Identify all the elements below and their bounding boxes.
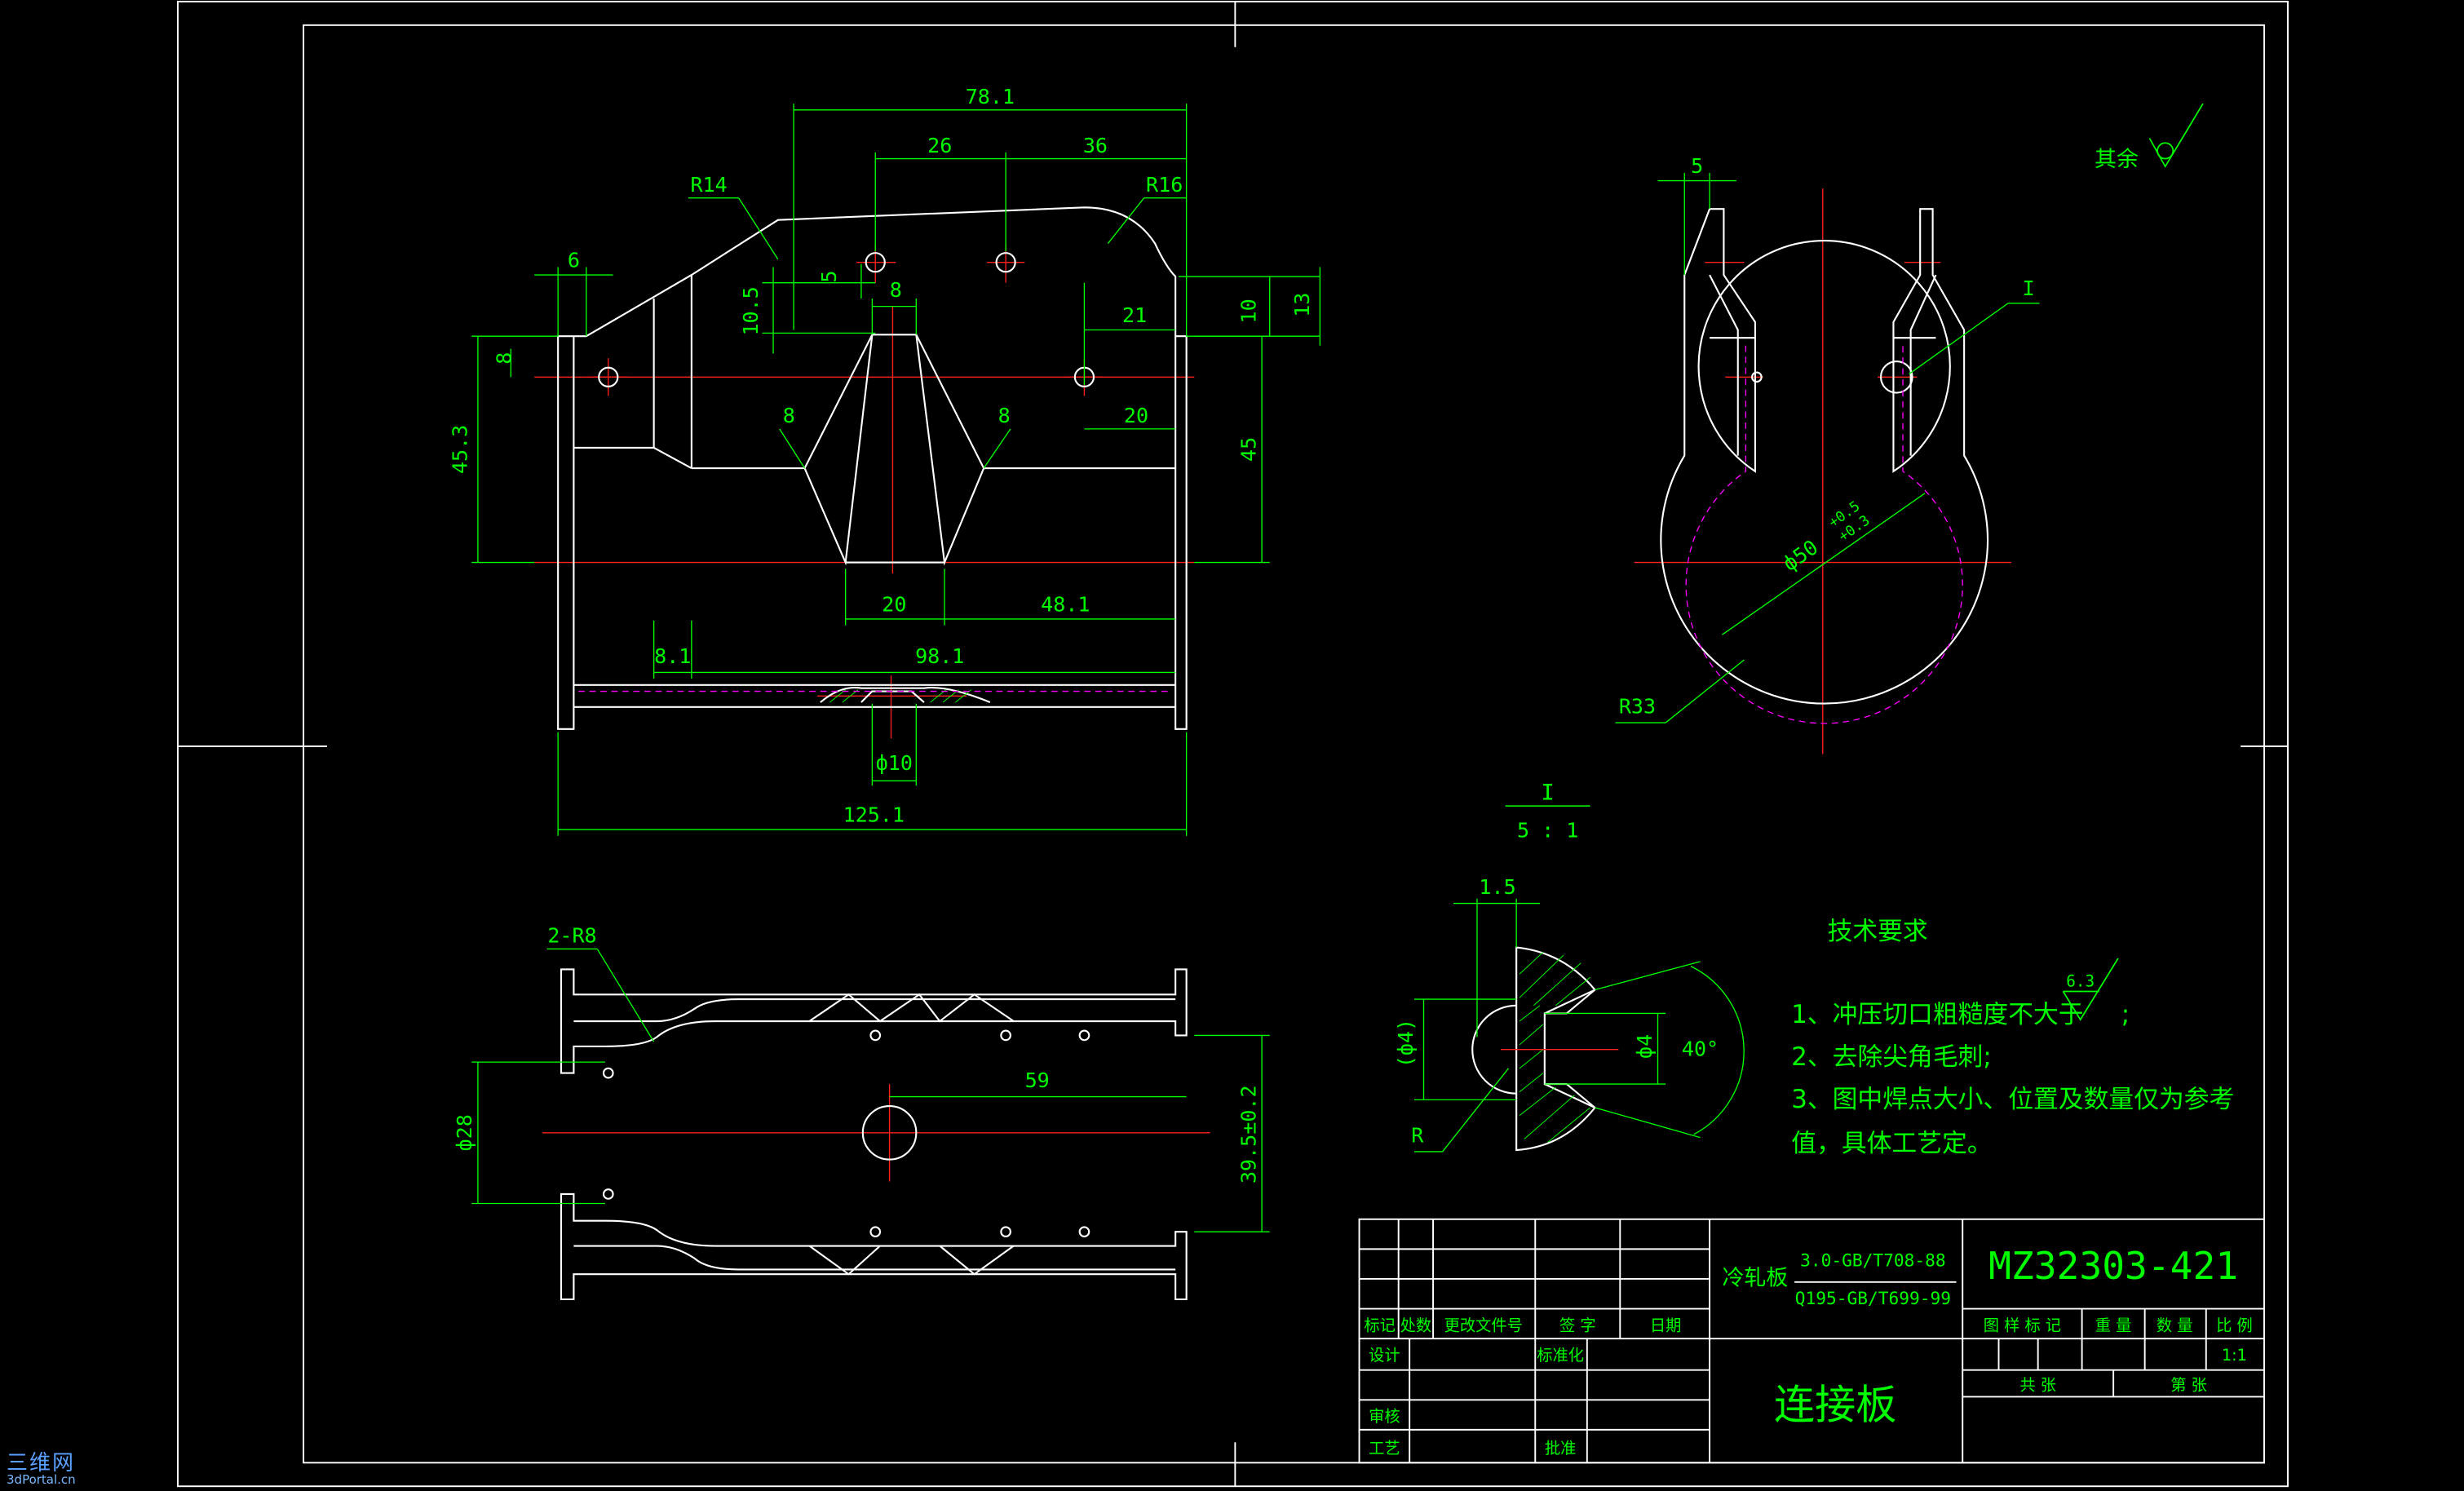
title-block: 标记 处数 更改文件号 签 字 日期 设计 标准化 审核 工艺 批准 图 样 标… (1358, 1218, 2266, 1464)
dim-detail-r: R (1411, 1123, 1424, 1147)
dim-125-1: 125.1 (843, 803, 905, 826)
tb-standard: 标准化 (1537, 1346, 1584, 1365)
sheet-frame (177, 0, 2289, 1488)
dim-8-left: 8 (492, 352, 515, 365)
dim-39-5: 39.5±0.2 (1236, 1085, 1260, 1184)
tb-docno: 更改文件号 (1444, 1316, 1523, 1335)
dim-phi28: ф28 (453, 1114, 476, 1151)
tb-total-sheets: 共 张 (2019, 1376, 2056, 1395)
roughness-other: 其余 (2095, 103, 2204, 172)
dim-48-1: 48.1 (1041, 592, 1090, 616)
dim-10-5: 10.5 (739, 286, 763, 335)
title-block-grid (1358, 1218, 2266, 1464)
detail-i: I 5 : 1 (1394, 780, 1745, 1153)
dim-13: 13 (1290, 293, 1314, 317)
bottom-view: 2-R8 ф28 59 39.5±0.2 (453, 924, 1270, 1301)
side-hidden-lines (1685, 345, 1963, 724)
tb-mark: 标记 (1364, 1316, 1395, 1335)
tb-review: 审核 (1369, 1407, 1400, 1426)
dim-8-1: 8.1 (654, 644, 691, 668)
front-dimension-texts: 78.1 26 36 R14 R16 6 8 5 10.5 21 10 13 8… (448, 85, 1313, 826)
front-dimension-lines (471, 104, 1321, 836)
dim-45: 45 (1236, 437, 1260, 462)
dim-6: 6 (568, 248, 580, 272)
tech-req-line-1: 1、冲压切口粗糙度不大于 (1791, 1000, 2083, 1029)
detail-dimension-lines (1413, 898, 1745, 1153)
tb-quantity: 数 量 (2157, 1316, 2193, 1335)
dim-36: 36 (1083, 134, 1108, 157)
tb-weight: 重 量 (2095, 1316, 2132, 1335)
dim-1-5: 1.5 (1479, 875, 1515, 899)
tech-req-line-2: 2、去除尖角毛刺; (1791, 1042, 1992, 1072)
tech-req-line-4: 值，具体工艺定。 (1791, 1129, 1992, 1158)
dim-10: 10 (1236, 299, 1260, 323)
detail-scale: 5 : 1 (1517, 819, 1578, 843)
tb-material-label: 冷轧板 (1723, 1266, 1789, 1291)
dim-r14: R14 (690, 173, 727, 197)
dim-2-r8: 2-R8 (547, 924, 596, 948)
bottom-dimension-lines (471, 948, 1270, 1232)
dim-20-bottom: 20 (882, 592, 906, 616)
detail-hatch (1519, 951, 1590, 1143)
technical-requirements: 技术要求 1、冲压切口粗糙度不大于 6.3 ; 2、去除尖角毛刺; 3、图中焊点… (1791, 917, 2234, 1158)
tb-scale-label: 比 例 (2216, 1316, 2253, 1335)
tb-approve: 批准 (1545, 1439, 1577, 1458)
front-outline (557, 206, 1188, 730)
dim-side-5: 5 (1691, 154, 1703, 178)
bottom-outline (560, 968, 1188, 1301)
title-block-labels: 标记 处数 更改文件号 签 字 日期 设计 标准化 审核 工艺 批准 图 样 标… (1364, 1244, 2252, 1458)
tb-material-spec-1: 3.0-GB/T708-88 (1800, 1250, 1945, 1271)
dim-8-a: 8 (783, 404, 795, 427)
tech-req-line-1-end: ; (2121, 1000, 2130, 1029)
dim-21: 21 (1122, 303, 1147, 327)
dim-8-top: 8 (890, 278, 902, 302)
tb-part-name: 连接板 (1774, 1381, 1896, 1428)
dim-59: 59 (1025, 1068, 1050, 1092)
detail-title: I (1542, 780, 1555, 805)
roughness-value: 6.3 (2066, 972, 2095, 991)
side-centerlines (1634, 188, 2011, 754)
front-view: 78.1 26 36 R14 R16 6 8 5 10.5 21 10 13 8… (448, 85, 1321, 836)
dim-26: 26 (927, 134, 952, 157)
tb-process: 工艺 (1369, 1439, 1400, 1458)
dim-angle-40: 40° (1682, 1037, 1719, 1060)
tb-scale-value: 1:1 (2222, 1346, 2247, 1365)
side-dimension-lines (1615, 172, 2040, 723)
tb-material-spec-2: Q195-GB/T699-99 (1795, 1288, 1951, 1308)
dim-r16: R16 (1146, 173, 1183, 197)
roughness-symbol-icon-2 (2062, 958, 2119, 1021)
roughness-other-label: 其余 (2095, 147, 2139, 172)
watermark-line-1: 三维网 (7, 1451, 76, 1476)
dim-20-right: 20 (1124, 404, 1148, 427)
dim-phi4: ф4 (1633, 1034, 1657, 1059)
dim-78-1: 78.1 (966, 85, 1015, 108)
tb-sign: 签 字 (1559, 1316, 1596, 1335)
dim-8-b: 8 (998, 404, 1011, 427)
tb-count: 处数 (1400, 1316, 1431, 1335)
side-outline (1660, 208, 1989, 705)
dim-r33: R33 (1619, 695, 1656, 719)
detail-marker-i: I (2023, 277, 2035, 300)
roughness-symbol-icon (2148, 103, 2204, 168)
detail-dimension-texts: 1.5 (ф4) ф4 40° R (1394, 875, 1719, 1147)
bottom-centerlines (542, 1084, 1210, 1182)
dim-phi10: ф10 (876, 751, 913, 775)
tb-sheet: 第 张 (2170, 1376, 2207, 1395)
tech-req-line-3: 3、图中焊点大小、位置及数量仅为参考 (1791, 1085, 2234, 1114)
dim-5: 5 (817, 270, 841, 282)
tb-drawing-number: MZ32303-421 (1988, 1244, 2238, 1288)
tb-date: 日期 (1650, 1316, 1682, 1335)
bottom-dimension-texts: 2-R8 ф28 59 39.5±0.2 (453, 924, 1260, 1184)
dim-phi4-ref: (ф4) (1394, 1019, 1418, 1068)
tb-design: 设计 (1369, 1346, 1400, 1365)
watermark-logo: 三维网 3dPortal.cn (7, 1453, 76, 1486)
tb-stage: 图 样 标 记 (1984, 1316, 2061, 1335)
dim-98-1: 98.1 (915, 644, 964, 668)
tech-req-title: 技术要求 (1828, 917, 1928, 946)
dim-45-3: 45.3 (448, 425, 471, 474)
watermark-line-2: 3dPortal.cn (7, 1472, 76, 1487)
